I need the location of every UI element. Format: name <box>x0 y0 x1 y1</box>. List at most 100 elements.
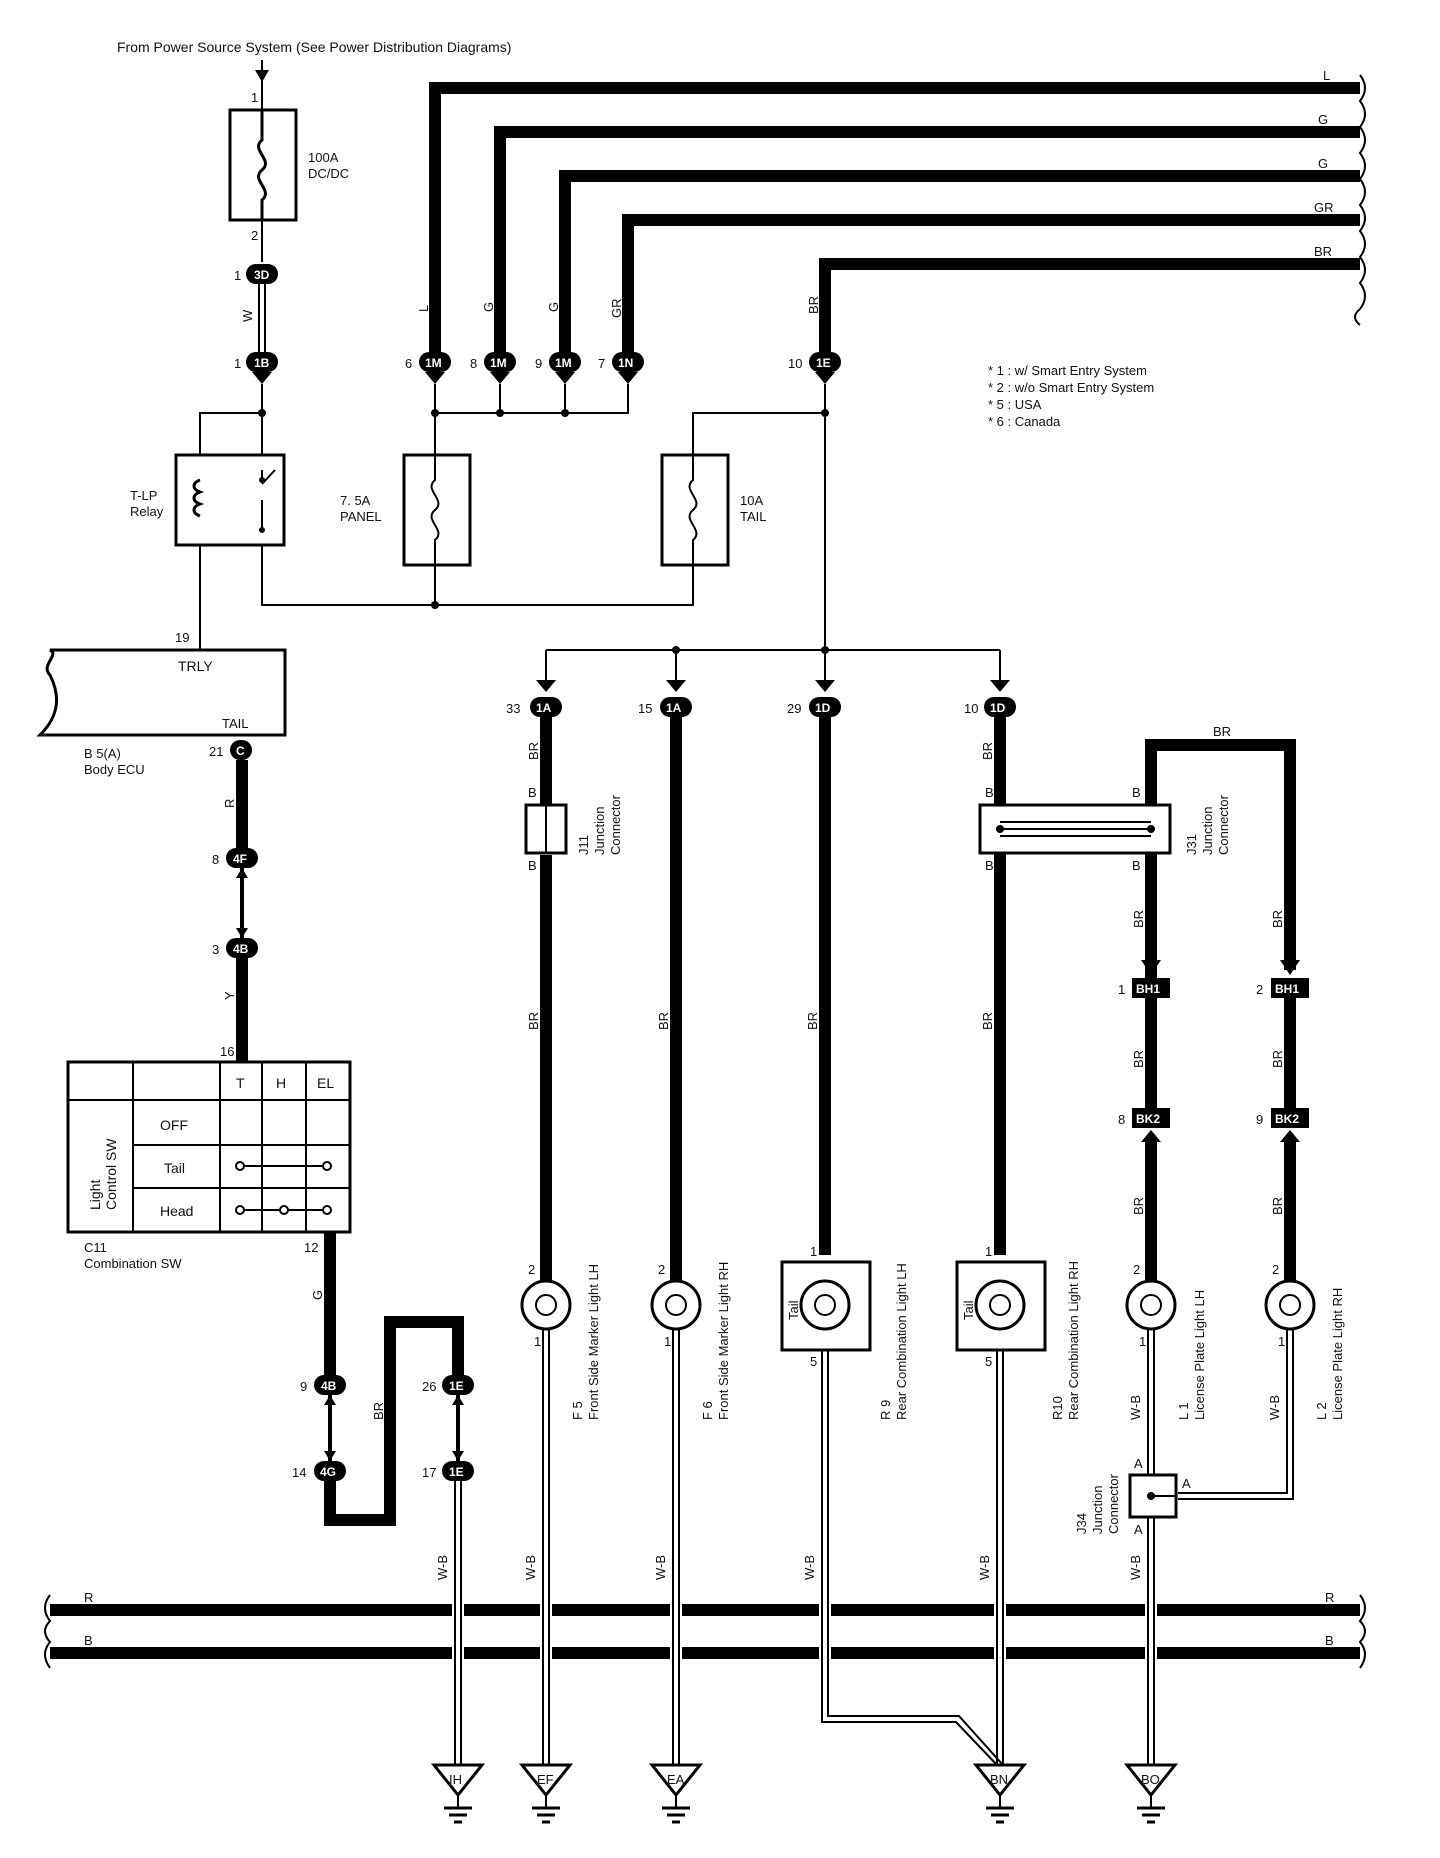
svg-text:100A: 100A <box>308 150 339 165</box>
svg-text:10A: 10A <box>740 493 763 508</box>
ground-ih: IH <box>430 1763 486 1824</box>
svg-text:1M: 1M <box>425 356 442 370</box>
panel-fuse: 7. 5A PANEL <box>340 453 472 567</box>
svg-text:1N: 1N <box>618 356 633 370</box>
svg-text:Tail: Tail <box>786 1300 801 1320</box>
svg-text:BR: BR <box>1213 724 1231 739</box>
svg-text:BO: BO <box>1141 1772 1160 1787</box>
svg-text:H: H <box>276 1075 286 1091</box>
svg-text:BR: BR <box>805 1012 820 1030</box>
svg-text:16: 16 <box>220 1044 234 1059</box>
svg-text:Front Side Marker Light RH: Front Side Marker Light RH <box>716 1262 731 1420</box>
svg-text:10: 10 <box>788 356 802 371</box>
svg-text:BR: BR <box>806 296 821 314</box>
svg-text:Connector: Connector <box>1216 794 1231 855</box>
svg-text:EF: EF <box>537 1772 554 1787</box>
svg-text:TAIL: TAIL <box>222 716 249 731</box>
svg-text:* 6 : Canada: * 6 : Canada <box>988 414 1061 429</box>
ground-bo: BO <box>1123 1763 1179 1824</box>
connector-1m-9: 1M 9 G <box>535 302 581 384</box>
connector-3d: 3D 1 <box>234 220 278 284</box>
svg-text:TAIL: TAIL <box>740 509 767 524</box>
svg-text:3: 3 <box>212 942 219 957</box>
connector-4f: 4F 8 <box>212 848 258 868</box>
svg-text:G: G <box>481 302 496 312</box>
svg-text:BR: BR <box>526 742 541 760</box>
connector-1m-6: 1M 6 L <box>405 305 451 384</box>
svg-text:TRLY: TRLY <box>178 658 213 674</box>
svg-text:1: 1 <box>234 356 241 371</box>
ground-bus: R B R B <box>44 1590 1366 1669</box>
connector-1d-29: 1D 29 <box>787 680 841 717</box>
svg-text:R: R <box>222 799 237 808</box>
connector-1e-17: 1E 17 <box>422 1461 474 1481</box>
svg-text:2: 2 <box>528 1262 535 1277</box>
svg-text:Junction: Junction <box>592 807 607 855</box>
svg-text:2: 2 <box>1272 1262 1279 1277</box>
svg-text:W-B: W-B <box>977 1555 992 1580</box>
svg-text:BR: BR <box>1131 1050 1146 1068</box>
svg-text:EL: EL <box>317 1075 334 1091</box>
svg-text:1E: 1E <box>816 356 831 370</box>
tail-fuse: 10A TAIL <box>660 453 767 567</box>
svg-text:T-LP: T-LP <box>130 488 157 503</box>
svg-text:8: 8 <box>1118 1112 1125 1127</box>
svg-text:B: B <box>985 858 994 873</box>
lamp-l1: 2 1 L 1 License Plate Light LH <box>1125 1262 1207 1420</box>
svg-text:1: 1 <box>1278 1334 1285 1349</box>
svg-text:17: 17 <box>422 1465 436 1480</box>
svg-text:OFF: OFF <box>160 1117 188 1133</box>
junction-j31: B B B B J31 Junction Connector <box>978 785 1231 873</box>
svg-text:4G: 4G <box>320 1465 336 1479</box>
svg-text:IH: IH <box>449 1772 462 1787</box>
svg-text:License Plate Light LH: License Plate Light LH <box>1192 1290 1207 1420</box>
svg-text:10: 10 <box>964 701 978 716</box>
lamp-f5: 2 1 F 5 Front Side Marker Light LH <box>520 1262 601 1420</box>
svg-text:W-B: W-B <box>1267 1395 1282 1420</box>
ground-wires <box>454 1330 1294 1766</box>
ground-ef: EF <box>518 1763 574 1824</box>
svg-text:1: 1 <box>664 1334 671 1349</box>
svg-text:R 9: R 9 <box>878 1400 893 1420</box>
svg-text:BH1: BH1 <box>1136 982 1160 996</box>
junction-j34: A A A J34 Junction Connector <box>1074 1456 1191 1537</box>
connector-bh1-2: BH1 2 <box>1256 960 1309 998</box>
svg-text:License Plate Light RH: License Plate Light RH <box>1330 1288 1345 1420</box>
svg-text:BR: BR <box>980 1012 995 1030</box>
connector-1e-top: 1E 10 BR <box>788 296 841 384</box>
svg-text:1: 1 <box>1139 1334 1146 1349</box>
svg-text:PANEL: PANEL <box>340 509 382 524</box>
svg-text:Combination SW: Combination SW <box>84 1256 182 1271</box>
svg-text:R: R <box>84 1590 93 1605</box>
svg-text:4B: 4B <box>233 942 249 956</box>
svg-text:* 2 : w/o Smart Entry System: * 2 : w/o Smart Entry System <box>988 380 1154 395</box>
svg-text:4F: 4F <box>233 852 247 866</box>
svg-text:L 2: L 2 <box>1314 1402 1329 1420</box>
svg-text:2: 2 <box>251 228 258 243</box>
svg-text:1: 1 <box>810 1244 817 1259</box>
svg-text:Tail: Tail <box>164 1160 185 1176</box>
svg-text:B: B <box>528 858 537 873</box>
svg-text:Junction: Junction <box>1090 1486 1105 1534</box>
svg-text:29: 29 <box>787 701 801 716</box>
svg-text:9: 9 <box>1256 1112 1263 1127</box>
main-fuse-100a: 1 2 100A DC/DC <box>228 60 349 243</box>
top-wire-gr: GR <box>1314 200 1334 215</box>
svg-text:A: A <box>1182 1476 1191 1491</box>
svg-text:J31: J31 <box>1184 834 1199 855</box>
svg-text:Junction: Junction <box>1200 807 1215 855</box>
svg-text:1M: 1M <box>555 356 572 370</box>
svg-text:F 5: F 5 <box>570 1401 585 1420</box>
svg-text:1M: 1M <box>490 356 507 370</box>
connector-1n: 1N 7 GR <box>598 299 644 384</box>
svg-text:R10: R10 <box>1050 1396 1065 1420</box>
connector-1a-33: 1A 33 <box>506 680 562 717</box>
svg-text:Light: Light <box>87 1180 103 1210</box>
svg-text:* 5 : USA: * 5 : USA <box>988 397 1042 412</box>
svg-text:T: T <box>236 1075 245 1091</box>
svg-text:Body ECU: Body ECU <box>84 762 145 777</box>
svg-text:BR: BR <box>526 1012 541 1030</box>
svg-text:1D: 1D <box>990 701 1006 715</box>
svg-text:2: 2 <box>1133 1262 1140 1277</box>
connector-4b-3: 4B 3 <box>212 938 258 958</box>
